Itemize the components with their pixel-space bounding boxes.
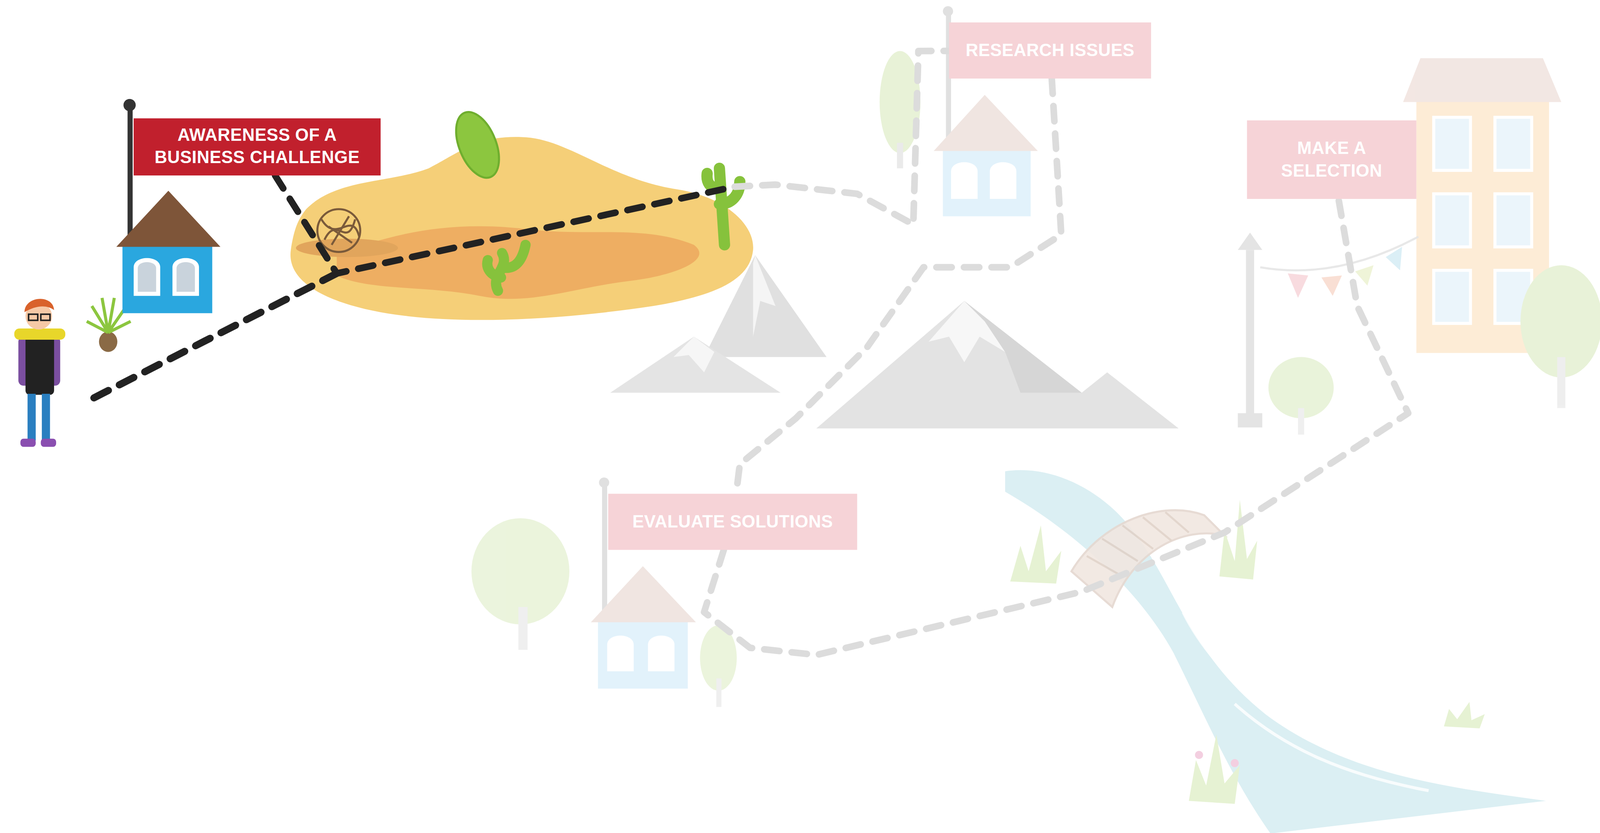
tumbleweed	[321, 216, 360, 246]
mountain	[816, 301, 1179, 429]
house	[590, 566, 696, 623]
mountain	[610, 336, 781, 393]
house	[602, 481, 608, 625]
street-lamp	[1385, 247, 1403, 271]
house	[647, 635, 675, 672]
stage-label: EVALUATE SOLUTIONS	[632, 510, 833, 533]
building	[1433, 270, 1471, 324]
journey-path	[736, 78, 1062, 494]
street-lamp	[1237, 232, 1419, 435]
grass-tuft	[1219, 500, 1258, 580]
traveler	[28, 314, 38, 321]
traveler	[20, 438, 36, 448]
tumbleweed	[317, 209, 361, 253]
grass-tuft	[1188, 734, 1240, 804]
building	[1494, 117, 1532, 171]
river	[1005, 470, 1546, 833]
street-lamp	[1287, 273, 1308, 299]
grass-tuft	[1444, 701, 1486, 729]
mountain	[816, 301, 1179, 429]
grass-tuft	[1194, 750, 1204, 760]
traveler	[14, 328, 66, 340]
house	[943, 148, 1031, 217]
mountain	[753, 255, 776, 337]
cactus	[487, 244, 526, 291]
street-lamp	[1355, 265, 1374, 286]
building	[1403, 58, 1600, 409]
building	[1403, 58, 1562, 102]
house	[990, 162, 1017, 199]
house	[172, 258, 199, 297]
house	[598, 477, 610, 488]
plant	[99, 331, 118, 352]
house	[176, 262, 195, 292]
grass-tuft	[1230, 759, 1240, 768]
house	[716, 678, 722, 708]
stage-label: RESEARCH ISSUES	[965, 39, 1135, 62]
active-stage-flag: AWARENESS OF A BUSINESS CHALLENGE	[133, 118, 381, 176]
house	[951, 162, 978, 199]
street-lamp	[1237, 413, 1263, 428]
house	[607, 635, 634, 672]
stage-flag: RESEARCH ISSUES	[949, 22, 1152, 79]
house	[943, 5, 954, 17]
house	[933, 94, 1039, 151]
dashed-path	[734, 50, 950, 225]
desert	[296, 238, 398, 258]
stage-flag: EVALUATE SOLUTIONS	[608, 493, 858, 550]
traveler	[27, 393, 36, 441]
house	[127, 104, 133, 248]
traveler	[40, 314, 51, 321]
river	[1234, 704, 1429, 792]
traveler	[40, 438, 57, 448]
stage-label: AWARENESS OF A BUSINESS CHALLENGE	[146, 124, 369, 170]
grass-tuft	[1010, 525, 1062, 584]
journey-path	[704, 198, 1409, 655]
stage-flag: MAKE A SELECTION	[1247, 120, 1417, 199]
bridge	[1071, 510, 1225, 608]
house	[123, 99, 136, 112]
house	[518, 607, 528, 651]
dashed-path	[274, 175, 735, 274]
building	[1433, 193, 1471, 247]
street-lamp	[1321, 275, 1342, 296]
house	[133, 258, 161, 297]
bridge	[1071, 510, 1225, 608]
building	[1433, 117, 1532, 324]
cactus	[707, 168, 741, 245]
street-lamp	[1297, 408, 1304, 435]
building	[1433, 117, 1471, 171]
building	[1494, 193, 1532, 247]
street-lamp	[1237, 232, 1263, 251]
traveler	[24, 298, 55, 312]
mountain	[964, 301, 1082, 394]
mountain	[673, 336, 715, 373]
house	[137, 262, 156, 292]
tumbleweed	[317, 209, 361, 253]
traveler	[14, 298, 66, 447]
stage-label: MAKE A SELECTION	[1259, 137, 1405, 182]
grass-tuft	[1010, 500, 1485, 805]
house	[598, 620, 688, 689]
building	[1557, 357, 1566, 409]
street-lamp	[1245, 249, 1255, 424]
cactus	[447, 105, 508, 184]
house	[116, 190, 221, 248]
traveler	[25, 331, 55, 395]
house	[896, 142, 903, 169]
dashed-path	[704, 198, 1409, 655]
house	[122, 242, 213, 314]
dashed-path	[736, 78, 1062, 494]
river	[1005, 470, 1546, 833]
street-lamp	[1260, 236, 1419, 271]
traveler	[41, 393, 51, 441]
river	[1183, 612, 1276, 715]
